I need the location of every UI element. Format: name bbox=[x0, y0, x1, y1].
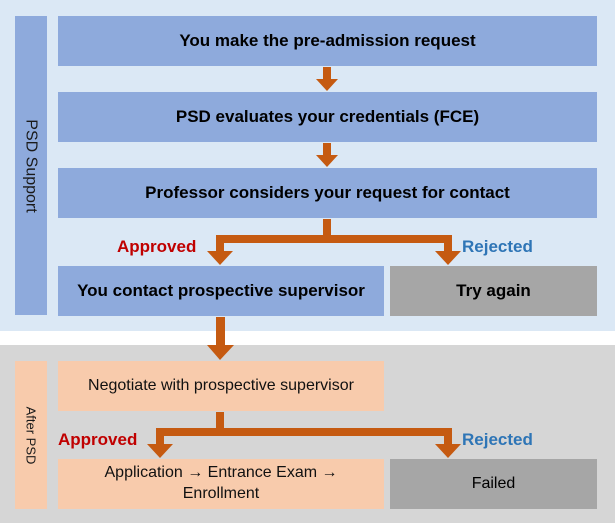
arrow-step2-to-step3 bbox=[316, 143, 338, 167]
arrow-contact-to-negotiate bbox=[207, 317, 234, 360]
approved-label-psd: Approved bbox=[117, 237, 197, 256]
application-enrollment-box: Application → Entrance Exam → Enrollment bbox=[58, 459, 384, 509]
arrow-step1-to-step2 bbox=[316, 67, 338, 91]
rejected-label-after: Rejected bbox=[462, 430, 533, 449]
after-psd-side-label: After PSD bbox=[15, 361, 47, 509]
failed-box: Failed bbox=[390, 459, 597, 509]
branch-arrow-psd bbox=[207, 219, 461, 265]
branch-arrow-after bbox=[147, 412, 461, 458]
credential-evaluation-box: PSD evaluates your credentials (FCE) bbox=[58, 92, 597, 142]
try-again-box: Try again bbox=[390, 266, 597, 316]
contact-supervisor-box: You contact prospective supervisor bbox=[58, 266, 384, 316]
negotiate-supervisor-box: Negotiate with prospective supervisor bbox=[58, 361, 384, 411]
pre-admission-request-box: You make the pre-admission request bbox=[58, 16, 597, 66]
psd-support-side-label: PSD Support bbox=[15, 16, 47, 315]
approved-label-after: Approved bbox=[58, 430, 138, 449]
rejected-label-psd: Rejected bbox=[462, 237, 533, 256]
professor-consideration-box: Professor considers your request for con… bbox=[58, 168, 597, 218]
